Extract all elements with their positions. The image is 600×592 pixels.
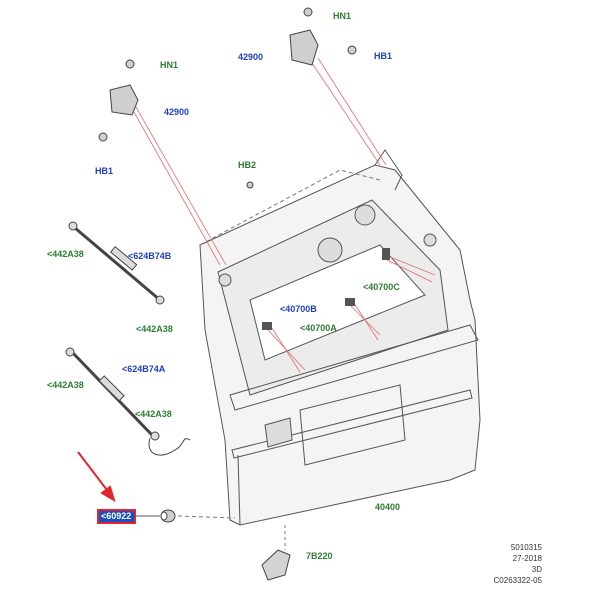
gas-strut-lower (65, 347, 191, 456)
red-arrow (77, 451, 116, 503)
window-outline (199, 169, 381, 246)
label-strut-lower[interactable]: <624B74A (122, 364, 166, 374)
doc-code-line-2: 27-2018 (512, 554, 542, 563)
label-hinge-left[interactable]: 42900 (164, 107, 190, 117)
label-hinge-right[interactable]: 42900 (238, 52, 264, 62)
label-hb1-left[interactable]: HB1 (95, 166, 114, 176)
label-latch-b[interactable]: <40700B (280, 304, 317, 314)
label-tailgate[interactable]: 40400 (375, 502, 401, 512)
label-strut-upper[interactable]: <624B74B (128, 251, 172, 261)
label-hn1-top[interactable]: HN1 (333, 11, 352, 21)
doc-code-line-3: 3D (531, 565, 542, 574)
latch-a-part (262, 322, 272, 330)
doc-code-line-4: C0263322-05 (493, 576, 542, 585)
document-code: 5010315 27-2018 3D C0263322-05 (494, 542, 542, 586)
highlighted-callout[interactable]: <60922 (97, 509, 136, 524)
label-bracket[interactable]: 7B220 (306, 551, 333, 561)
label-strut-end-4[interactable]: <442A38 (135, 409, 172, 419)
tailgate-panel (199, 149, 481, 526)
callout-label: <60922 (101, 511, 132, 521)
label-hb1-top[interactable]: HB1 (374, 51, 393, 61)
label-strut-end-3[interactable]: <442A38 (47, 380, 84, 390)
label-strut-end-2[interactable]: <442A38 (136, 324, 173, 334)
leader-lines (129, 57, 436, 373)
label-hn1-left[interactable]: HN1 (160, 60, 179, 70)
label-latch-c[interactable]: <40700C (363, 282, 400, 292)
gas-strut-upper (68, 221, 165, 305)
latch-b-part (345, 298, 355, 306)
latch-c-part (382, 248, 390, 260)
hinge-right-part (289, 7, 357, 66)
bracket-part (261, 549, 291, 581)
hb2-fastener (246, 181, 254, 189)
part-60922-leader (177, 515, 236, 519)
label-latch-a[interactable]: <40700A (300, 323, 337, 333)
hinge-left-part (98, 59, 139, 142)
label-hb2[interactable]: HB2 (238, 160, 257, 170)
doc-code-line-1: 5010315 (510, 543, 542, 552)
label-strut-end-1[interactable]: <442A38 (47, 249, 84, 259)
part-60922 (160, 509, 176, 523)
